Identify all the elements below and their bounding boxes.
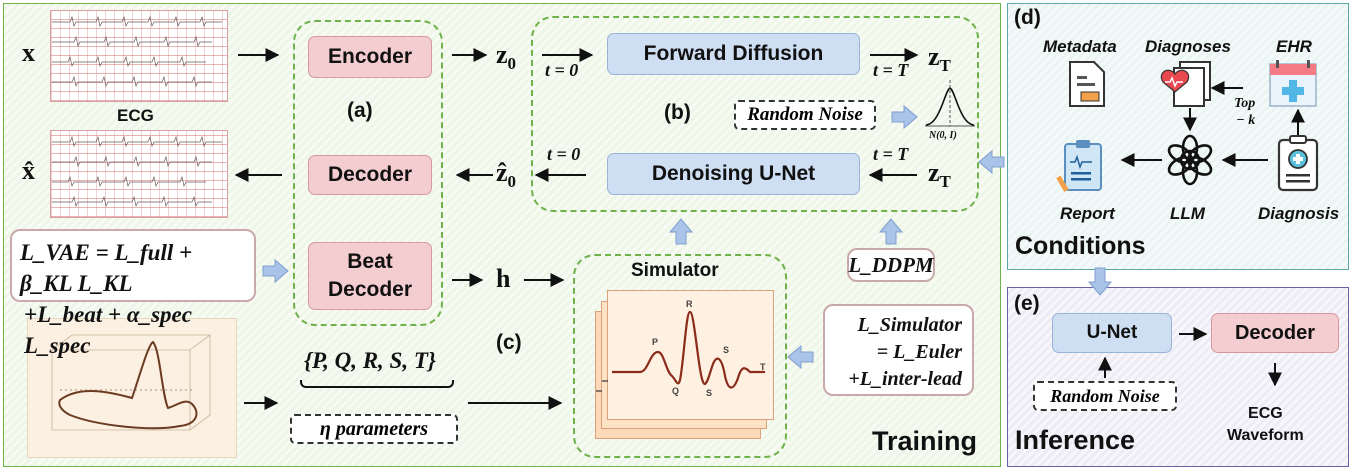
panel-label-c: (c) bbox=[496, 331, 522, 354]
simulator-title: Simulator bbox=[631, 260, 719, 281]
beat-decoder-line2: Decoder bbox=[327, 278, 413, 301]
wave-label-s1: S bbox=[706, 388, 713, 398]
beat-decoder-line1: Beat bbox=[347, 250, 393, 273]
panel-label-a: (a) bbox=[347, 99, 373, 122]
inference-title: Inference bbox=[1015, 425, 1136, 455]
z0hat-symbol: ẑ0 bbox=[496, 158, 517, 192]
ehr-label: EHR bbox=[1276, 37, 1312, 56]
eta-params-box: η parameters bbox=[290, 414, 458, 444]
simulator-loss-line1: L_Simulator bbox=[857, 314, 962, 336]
wave-label-t: T bbox=[760, 362, 766, 372]
pqrst-params: {P, Q, R, S, T} bbox=[304, 348, 436, 373]
wave-label-q: Q bbox=[672, 386, 680, 396]
panel-label-b: (b) bbox=[664, 101, 691, 124]
vae-loss-line2: +L_beat + α_spec L_spec bbox=[24, 302, 192, 358]
sheet-marks bbox=[596, 380, 608, 392]
ecg-input-caption: ECG bbox=[117, 106, 154, 125]
topk-line1: Top bbox=[1234, 96, 1256, 111]
random-noise-box: Random Noise bbox=[734, 100, 876, 130]
forward-diffusion-box: Forward Diffusion bbox=[607, 33, 860, 75]
t0-bottom-label: t = 0 bbox=[547, 144, 581, 164]
t0-top-label: t = 0 bbox=[545, 60, 579, 80]
input-x-symbol: x bbox=[22, 38, 35, 67]
ecg-input-traces bbox=[52, 15, 222, 88]
beat-decoder-box: Beat Decoder bbox=[308, 242, 432, 310]
tT-bottom-label: t = T bbox=[873, 144, 909, 164]
llm-label: LLM bbox=[1170, 204, 1205, 223]
metadata-label: Metadata bbox=[1043, 37, 1117, 56]
ecg-output-traces bbox=[52, 135, 222, 208]
simulator-group bbox=[573, 254, 787, 458]
vae-loss-box: L_VAE = L_full + β_KL L_KL +L_beat + α_s… bbox=[10, 229, 256, 358]
wave-label-s2: S bbox=[723, 345, 730, 355]
wave-label-p: P bbox=[652, 337, 659, 347]
output-xhat-symbol: x̂ bbox=[22, 156, 35, 185]
vae-loss-line1: L_VAE = L_full + β_KL L_KL bbox=[20, 240, 193, 296]
inference-decoder-box: Decoder bbox=[1211, 313, 1339, 353]
tT-top-label: t = T bbox=[873, 60, 909, 80]
normal-dist-label: N(0, I) bbox=[929, 130, 957, 141]
diagnoses-icon bbox=[1160, 61, 1211, 107]
simulator-loss-box: L_Simulator = L_Euler +L_inter-lead bbox=[823, 304, 974, 396]
report-label: Report bbox=[1060, 204, 1115, 223]
ehr-icon bbox=[1269, 60, 1317, 107]
simulator-loss-line2: = L_Euler bbox=[876, 341, 962, 363]
blue-arrows bbox=[262, 104, 1113, 370]
ecg-input-image bbox=[50, 10, 228, 102]
denoising-unet-box: Denoising U-Net bbox=[607, 153, 860, 195]
ecg-waveform-line2: Waveform bbox=[1227, 427, 1304, 444]
z0-symbol: z0 bbox=[496, 40, 517, 74]
topk-label: Top − k bbox=[1234, 95, 1255, 129]
inference-unet-box: U-Net bbox=[1052, 313, 1172, 353]
metadata-icon bbox=[1069, 61, 1105, 107]
ddpm-loss-box: L_DDPM bbox=[847, 248, 935, 282]
simulator-loss-line3: +L_inter-lead bbox=[848, 368, 962, 390]
diagnoses-label: Diagnoses bbox=[1145, 37, 1231, 56]
zT-top-symbol: zT bbox=[928, 42, 951, 76]
training-title: Training bbox=[872, 426, 978, 456]
panel-label-e: (e) bbox=[1014, 292, 1040, 315]
simulator-waveform bbox=[612, 310, 765, 389]
h-symbol: h bbox=[496, 264, 511, 293]
params-underbrace bbox=[300, 380, 454, 388]
gaussian-icon bbox=[925, 80, 975, 127]
ecg-waveform-line1: ECG bbox=[1248, 405, 1283, 422]
encoder-box: Encoder bbox=[308, 36, 432, 78]
diagnosis-label: Diagnosis bbox=[1258, 204, 1340, 223]
decoder-box: Decoder bbox=[308, 155, 432, 195]
topk-line2: − k bbox=[1236, 113, 1256, 128]
llm-icon bbox=[1167, 134, 1213, 186]
wave-label-r: R bbox=[686, 299, 693, 309]
inference-random-noise-box: Random Noise bbox=[1033, 381, 1177, 411]
trajectory-curve bbox=[50, 334, 212, 431]
report-icon bbox=[1056, 140, 1102, 192]
diagnosis-icon bbox=[1277, 135, 1319, 192]
zT-bottom-symbol: zT bbox=[928, 158, 951, 192]
ecg-waveform-label: ECG Waveform bbox=[1227, 403, 1304, 447]
diffusion-group bbox=[531, 16, 979, 212]
vae-group bbox=[293, 20, 443, 326]
panel-label-d: (d) bbox=[1014, 6, 1041, 29]
conditions-title: Conditions bbox=[1015, 232, 1146, 260]
